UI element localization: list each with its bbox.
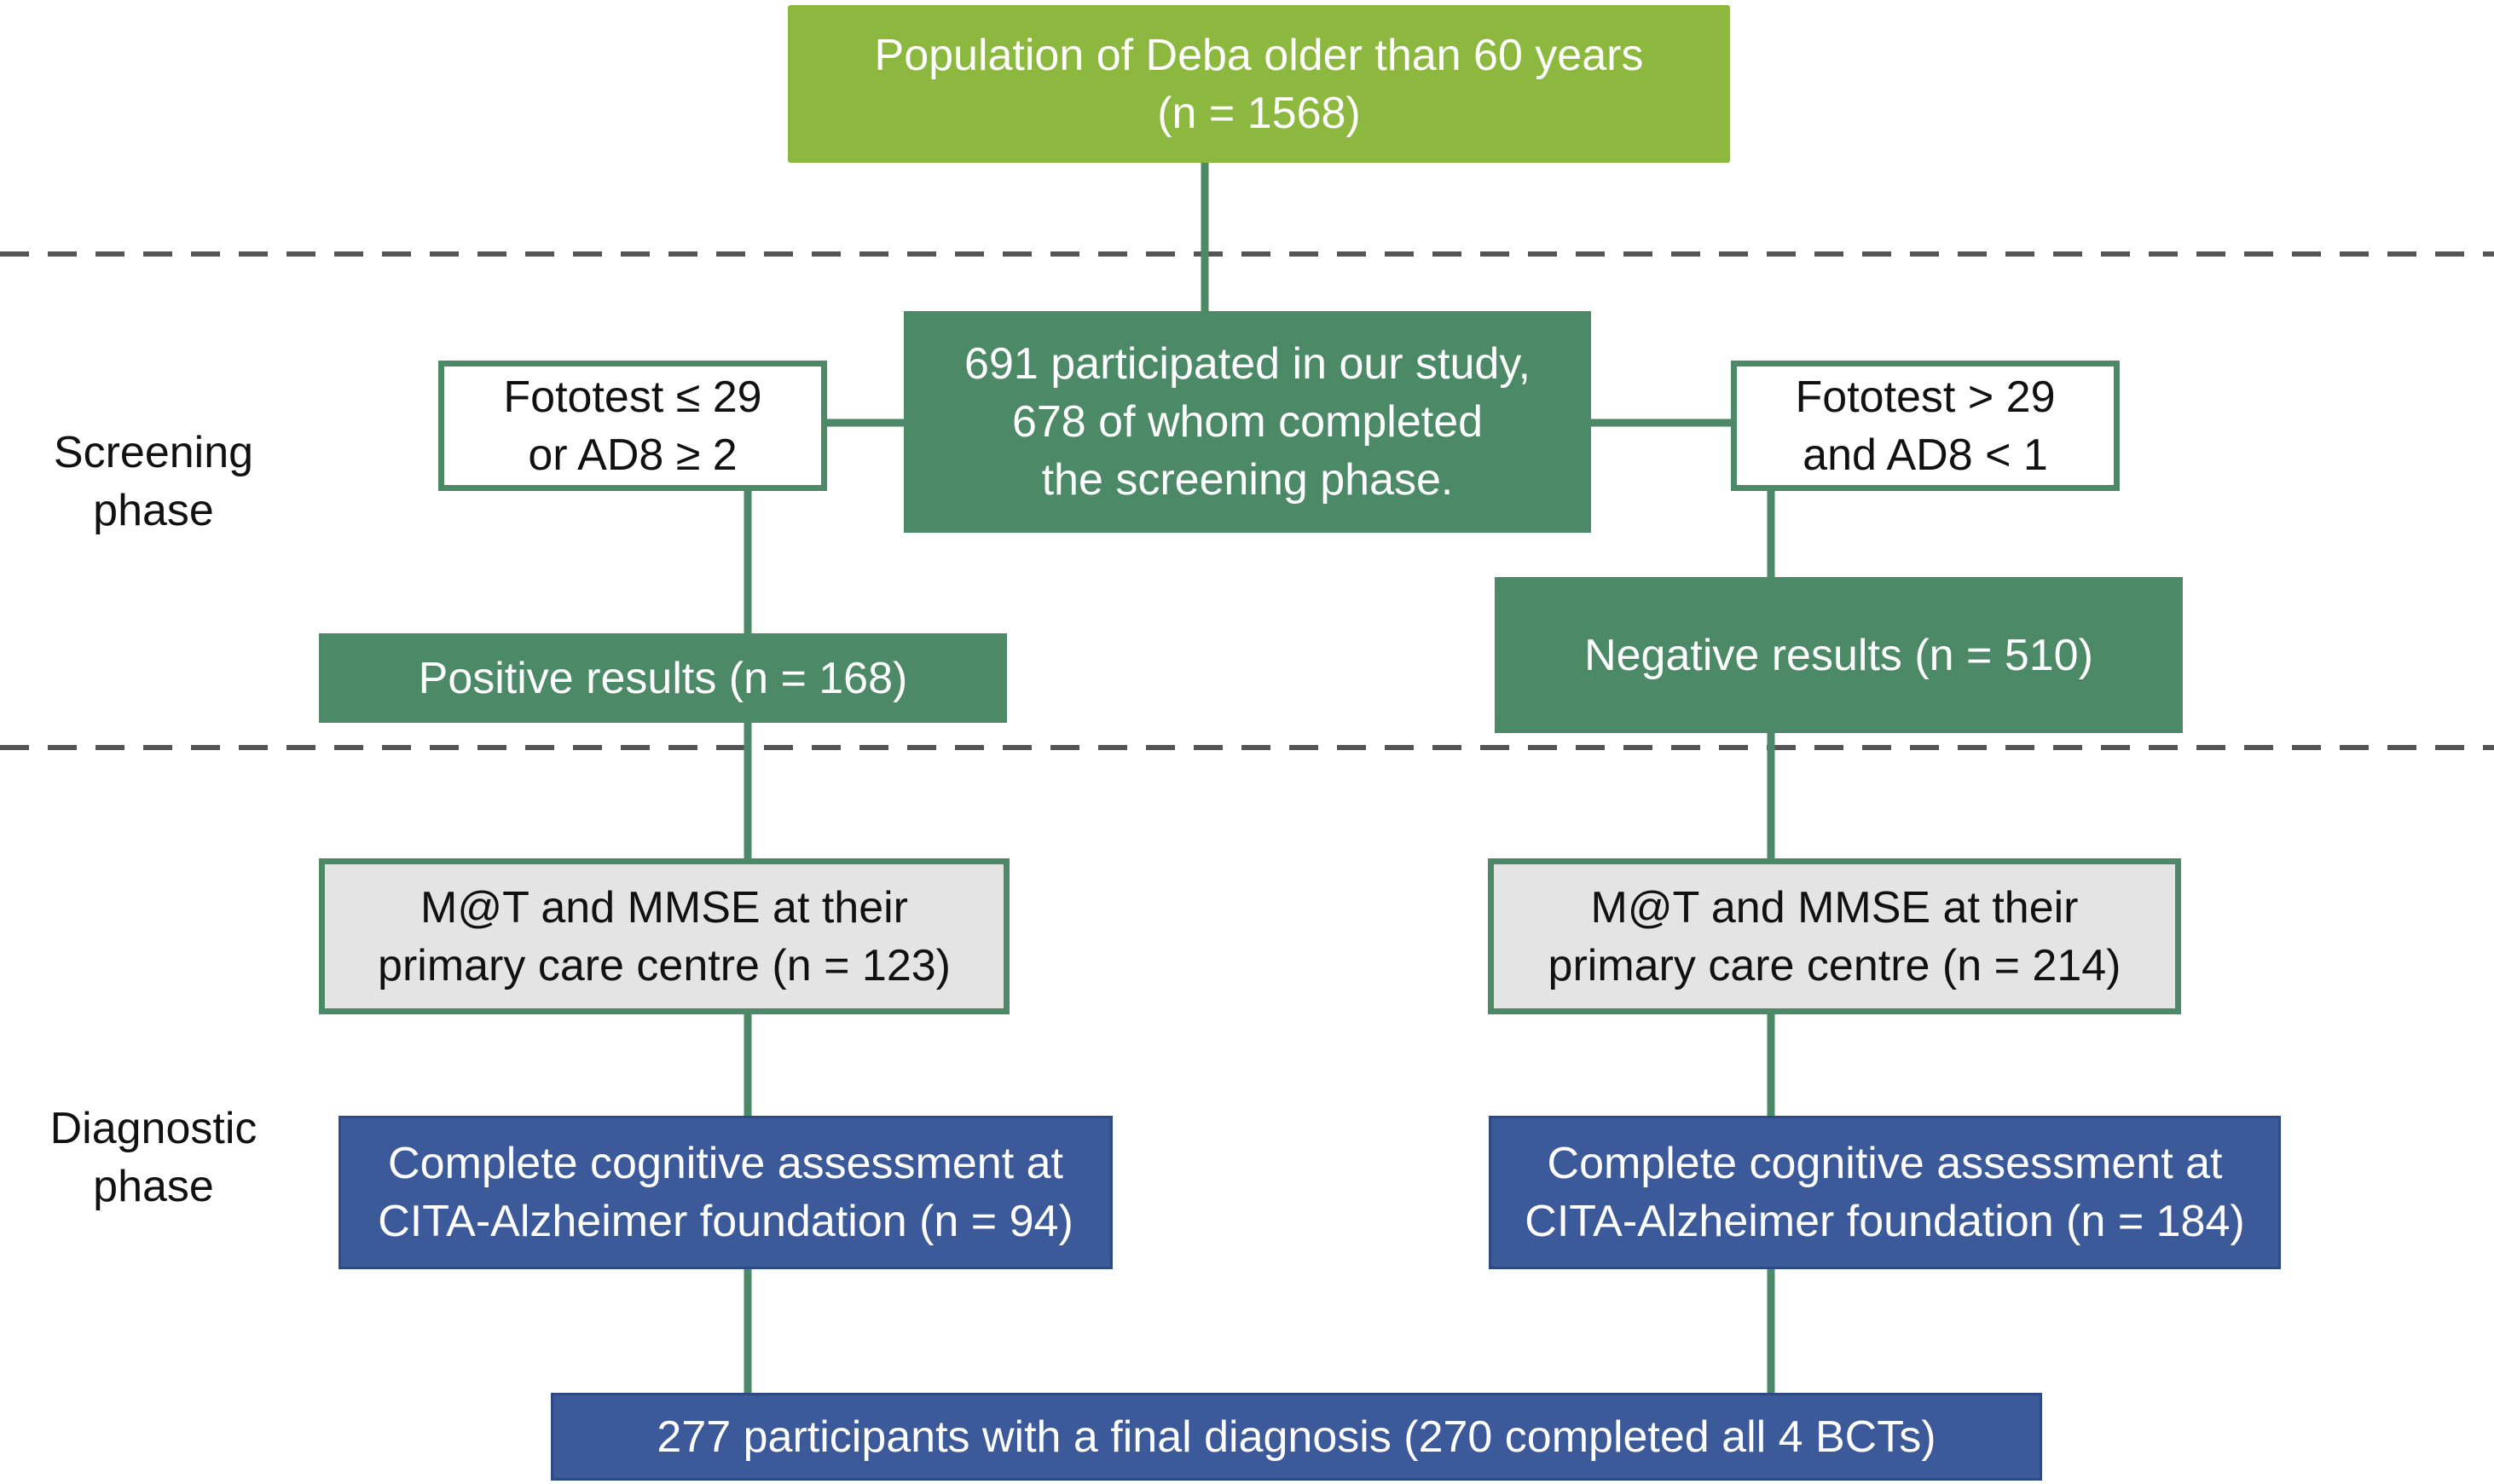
population-box: Population of Deba older than 60 years (… [788,5,1730,163]
final-diagnosis-box: 277 participants with a final diagnosis … [551,1393,2042,1481]
negative-results-box: Negative results (n = 510) [1495,577,2183,733]
screening-phase-label: Screening phase [53,428,254,535]
positive-results-box: Positive results (n = 168) [319,633,1007,723]
mat-negative-box: M@T and MMSE at their primary care centr… [1488,858,2181,1014]
diagnostic-phase-label: Diagnostic phase [49,1104,258,1211]
cita-positive-box: Complete cognitive assessment at CITA-Al… [339,1116,1113,1269]
mat-positive-box: M@T and MMSE at their primary care centr… [319,858,1010,1014]
cita-negative-box: Complete cognitive assessment at CITA-Al… [1489,1116,2281,1269]
participated-box: 691 participated in our study, 678 of wh… [904,311,1591,533]
criteria-negative-box: Fototest > 29 and AD8 < 1 [1731,361,2120,491]
criteria-positive-box: Fototest ≤ 29 or AD8 ≥ 2 [438,361,827,491]
